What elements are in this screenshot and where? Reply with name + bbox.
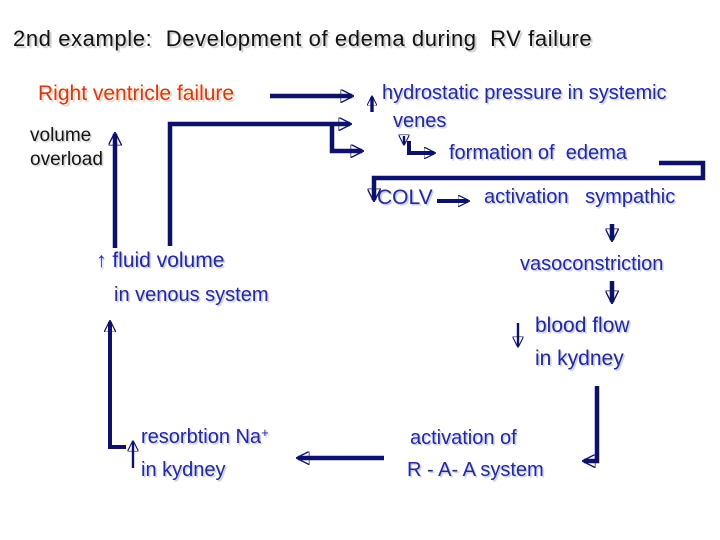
node-in-kydney-bloodflow: in kydney	[535, 347, 624, 370]
arrow-branch-to-formation	[329, 126, 362, 151]
node-blood-flow: blood flow	[535, 314, 630, 337]
node-colv: COLV	[377, 186, 433, 209]
arrow-fluidvolume-to-venes	[167, 124, 350, 246]
node-activation-sympathic: activation sympathic	[484, 186, 676, 208]
node-in-kydney-resorbtion: in kydney	[141, 459, 226, 481]
node-right-ventricle-failure: Right ventricle failure	[38, 82, 235, 105]
na-plus-superscript: +	[261, 425, 269, 440]
node-in-venous-system: in venous system	[114, 284, 269, 306]
node-raa-system: R - A- A system	[407, 459, 544, 481]
node-fluid-volume: ↑ fluid volume	[96, 249, 225, 272]
arrow-kydney-to-raa	[584, 386, 600, 461]
node-formation-of-edema: formation of edema	[449, 142, 627, 164]
node-hydrostatic-pressure: hydrostatic pressure in systemic	[382, 82, 667, 104]
arrow-edema-feedback-to-colv	[374, 160, 706, 200]
arrow-elbow-to-formation	[407, 141, 434, 153]
node-volume-overload: volume overload	[30, 125, 103, 170]
node-venes: venes	[393, 110, 447, 132]
node-activation-of: activation of	[410, 427, 517, 449]
node-vasoconstriction: vasoconstriction	[520, 253, 664, 275]
node-resorbtion-na: resorbtion Na+	[141, 425, 269, 449]
arrow-resorbtion-to-venous	[110, 322, 126, 449]
resorbtion-label: resorbtion Na	[141, 426, 262, 448]
slide-title: 2nd example: Development of edema during…	[13, 26, 593, 51]
